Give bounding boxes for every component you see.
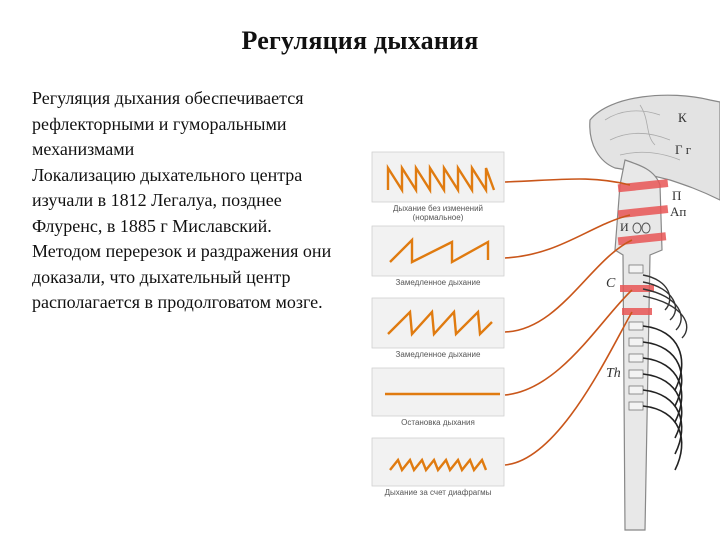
diagram-drawing (371, 94, 720, 531)
connector-nerves (504, 178, 633, 466)
label-ap: Ап (670, 204, 687, 219)
label-gg: Г г (675, 142, 692, 157)
slide-title: Регуляция дыхания (241, 26, 479, 55)
brain-folds (604, 104, 681, 161)
cut-band-1 (617, 179, 669, 193)
panel-caption-4-line1: Остановка дыхания (401, 418, 475, 427)
brain-shape (589, 94, 720, 201)
label-p: П (672, 188, 682, 203)
cervical-nerves (642, 274, 688, 339)
panel-caption-1-line1: Дыхание без изменений (392, 204, 484, 213)
panel-caption-1-line2: (нормальное) (412, 213, 464, 222)
label-k: К (678, 110, 687, 125)
cut-band-5 (622, 308, 652, 315)
paragraph-2: Локализацию дыхательного центра изучали … (32, 164, 332, 313)
cut-band-2 (617, 205, 669, 219)
paragraph-1: Регуляция дыхания обеспечивается рефлект… (32, 88, 304, 159)
panel-caption-5: Дыхание за счет диафрагмы (368, 488, 508, 497)
panel-caption-1: Дыхание без изменений (нормальное) (368, 204, 508, 222)
label-c: С (606, 276, 616, 291)
respiration-traces (385, 163, 500, 473)
panel-caption-5-line1: Дыхание за счет диафрагмы (384, 488, 492, 497)
panel-backgrounds (371, 151, 505, 487)
thoracic-nerves (642, 325, 683, 471)
cut-band-3 (617, 232, 667, 246)
panel-caption-2: Замедленное дыхание (368, 278, 508, 287)
label-i: И (620, 220, 629, 234)
panel-caption-2-line1: Замедленное дыхание (395, 278, 481, 287)
panel-caption-3-line1: Замедленное дыхание (395, 350, 481, 359)
respiration-diagram: Дыхание без изменений (нормальное) Замед… (340, 90, 720, 540)
body-text: Регуляция дыхания обеспечивается рефлект… (32, 86, 332, 316)
cut-band-4 (620, 285, 654, 292)
panel-caption-3: Замедленное дыхание (368, 350, 508, 359)
label-th: Th (606, 366, 621, 381)
nucleus-ovals (632, 222, 651, 234)
panel-caption-4: Остановка дыхания (368, 418, 508, 427)
